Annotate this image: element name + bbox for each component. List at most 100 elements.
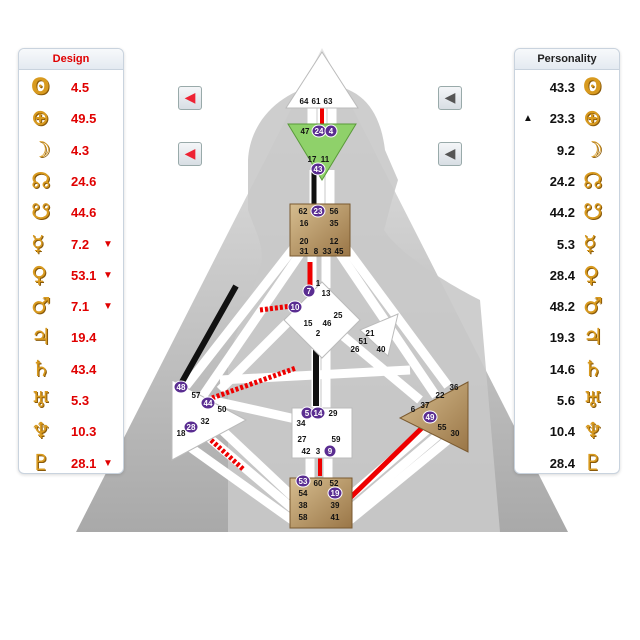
direction-arrow-icon: ▼	[103, 238, 113, 250]
gate-51: 51	[359, 337, 368, 346]
svg-text:39: 39	[331, 501, 340, 510]
gate-28: 28	[183, 420, 199, 434]
svg-text:14: 14	[314, 409, 323, 418]
gate-60: 60	[314, 479, 323, 488]
svg-text:59: 59	[332, 435, 341, 444]
mercury-icon: ☿	[31, 231, 45, 257]
gate-1: 1	[316, 279, 321, 288]
gate-25: 25	[334, 311, 343, 320]
ego-center	[359, 313, 399, 357]
svg-text:62: 62	[299, 207, 308, 216]
planet-value: 4.3	[71, 142, 90, 158]
venus-icon: ♀	[31, 262, 48, 288]
svg-text:40: 40	[377, 345, 386, 354]
planet-row: ♃19.3	[515, 323, 619, 353]
gate-43: 43	[310, 162, 326, 176]
svg-text:36: 36	[450, 383, 459, 392]
svg-text:15: 15	[304, 319, 313, 328]
gate-6: 6	[411, 405, 416, 414]
svg-text:30: 30	[451, 429, 460, 438]
svg-text:55: 55	[438, 423, 447, 432]
gate-55: 55	[438, 423, 447, 432]
activated-channels	[179, 106, 430, 502]
arrow-left-red-icon: ◀	[184, 146, 196, 162]
planet-value: 43.3	[549, 80, 575, 95]
planet-value: 48.2	[549, 299, 575, 315]
svg-text:13: 13	[322, 289, 331, 298]
neptune-icon: ♆	[31, 419, 51, 445]
svg-text:41: 41	[331, 513, 340, 522]
gate-64: 64	[300, 97, 309, 106]
svg-text:23: 23	[314, 207, 323, 216]
svg-text:7: 7	[307, 287, 312, 296]
svg-text:33: 33	[323, 247, 332, 256]
planet-value: 5.3	[556, 236, 575, 252]
svg-text:49: 49	[426, 413, 435, 422]
planet-value: 24.2	[549, 173, 575, 189]
design-prev-button-2[interactable]: ◀	[178, 142, 202, 166]
gate-24: 24	[311, 124, 327, 138]
planet-row: ♀ 28.4	[515, 261, 619, 291]
gate-11: 11	[321, 155, 330, 164]
svg-text:2: 2	[316, 329, 321, 338]
gate-2: 2	[316, 329, 321, 338]
personality-prev-button-2[interactable]: ◀	[438, 142, 462, 166]
svg-text:57: 57	[192, 391, 201, 400]
earth-icon: ⊕	[31, 106, 50, 132]
gate-3: 3	[316, 447, 321, 456]
svg-text:1: 1	[316, 279, 321, 288]
gate-4: 4	[324, 124, 338, 138]
planet-value: 49.5	[71, 111, 97, 127]
svg-text:24: 24	[315, 127, 324, 136]
planet-value: 7.2	[71, 236, 90, 252]
gate-46: 46	[323, 319, 332, 328]
svg-text:61: 61	[312, 97, 321, 106]
svg-text:34: 34	[297, 419, 306, 428]
gate-30: 30	[451, 429, 460, 438]
svg-text:28: 28	[187, 423, 196, 432]
planet-row: ♅5.6	[515, 386, 619, 416]
svg-text:44: 44	[204, 399, 213, 408]
gate-32: 32	[201, 417, 210, 426]
gate-39: 39	[331, 501, 340, 510]
sun-icon: ʘ	[31, 75, 50, 100]
gate-18: 18	[177, 429, 186, 438]
planet-value: 14.6	[549, 361, 575, 377]
svg-text:8: 8	[314, 247, 319, 256]
pluto-icon: ♇	[31, 450, 51, 476]
planet-value: 28.4	[549, 267, 575, 283]
svg-text:37: 37	[421, 401, 430, 410]
jupiter-icon: ♃	[583, 325, 603, 351]
gate-9: 9	[323, 444, 337, 458]
personality-prev-button[interactable]: ◀	[438, 86, 462, 110]
gate-52: 52	[330, 479, 339, 488]
direction-arrow-icon: ▼	[103, 269, 113, 281]
svg-text:19: 19	[331, 489, 340, 498]
gate-29: 29	[329, 409, 338, 418]
svg-text:5: 5	[305, 409, 310, 418]
svg-text:4: 4	[329, 127, 334, 136]
planet-row: ♆10.3	[19, 417, 123, 447]
svg-text:42: 42	[302, 447, 311, 456]
moon-icon: ☽	[583, 137, 603, 163]
venus-icon: ♀	[583, 262, 600, 288]
gate-17: 17	[308, 155, 317, 164]
neptune-icon: ♆	[583, 419, 603, 445]
svg-text:56: 56	[330, 207, 339, 216]
gate-59: 59	[332, 435, 341, 444]
gate-36: 36	[450, 383, 459, 392]
arrow-left-gray-icon: ◀	[444, 90, 456, 106]
planet-row: ⊕23.3▲	[515, 104, 619, 134]
saturn-icon: ♄	[31, 356, 51, 382]
planet-row: ☊24.6	[19, 167, 123, 197]
gate-31: 31	[300, 247, 309, 256]
arrow-left-red-icon: ◀	[184, 90, 196, 106]
planet-value: 9.2	[556, 142, 575, 158]
planet-row: ♇28.4	[515, 449, 619, 479]
earth-icon: ⊕	[583, 106, 602, 132]
design-prev-button[interactable]: ◀	[178, 86, 202, 110]
